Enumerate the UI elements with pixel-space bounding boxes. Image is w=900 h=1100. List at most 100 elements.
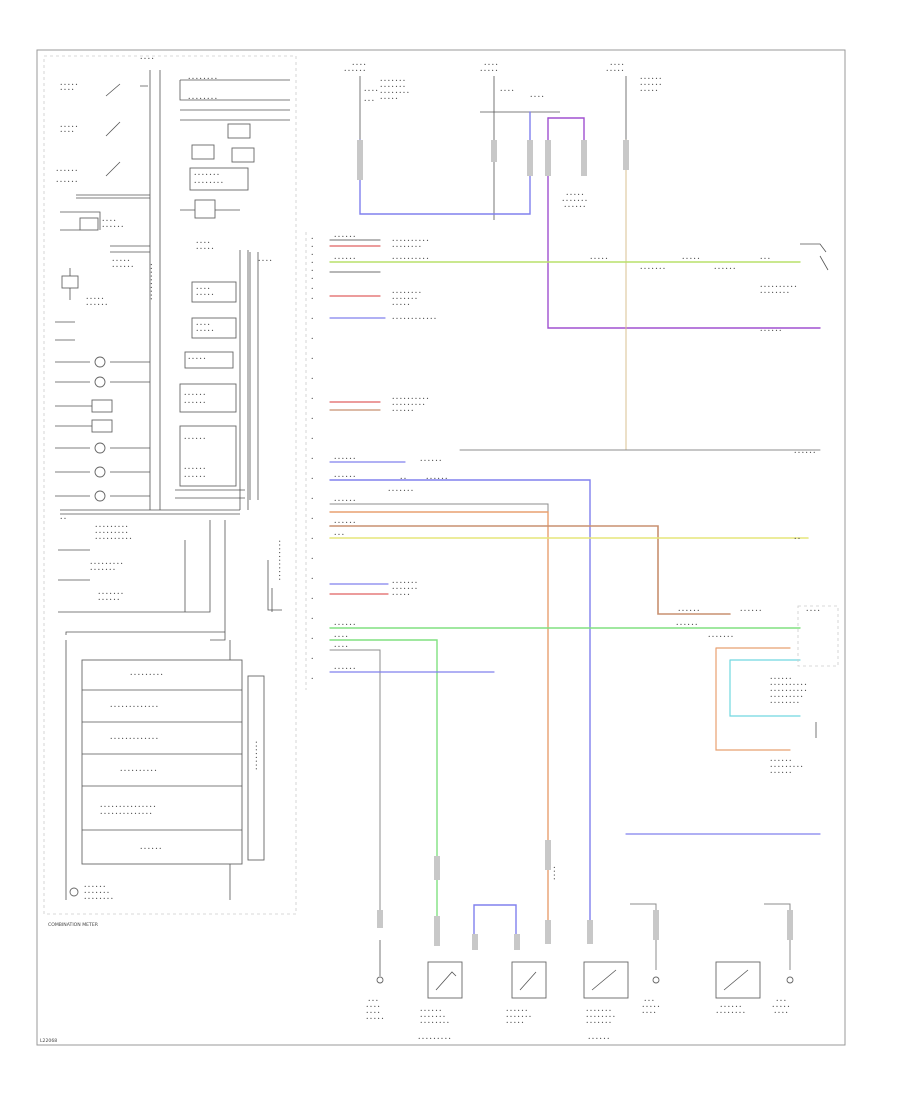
svg-text:• • • • •: • • • • •: [188, 356, 206, 361]
svg-text:• • • • • • • • •: • • • • • • • • •: [392, 402, 425, 407]
svg-text:•: •: [311, 556, 313, 561]
gauge-box-2: [191, 144, 215, 160]
svg-text:• • • • • •: • • • • • •: [334, 666, 355, 671]
svg-text:• • • • • •: • • • • • •: [640, 76, 661, 81]
svg-text:•: •: [311, 252, 313, 257]
svg-text:• • • • • •: • • • • • •: [184, 474, 205, 479]
meter-module-5: [179, 425, 237, 487]
wire-blue-fuse: [359, 111, 531, 215]
svg-text:• • • • • •: • • • • • •: [770, 770, 791, 775]
wire-brown-long: [329, 525, 731, 615]
svg-text:• • • • • •: • • • • • •: [334, 456, 355, 461]
svg-text:•: •: [311, 596, 313, 601]
gauge-column: • • • • • • • • • • • • • • • • • • • • …: [175, 76, 290, 510]
connector-pins: • • • • • • • • • • • • • • • • • • • • …: [305, 232, 313, 690]
svg-text:• • • • • •: • • • • • •: [640, 82, 661, 87]
meter-bus-bars: [149, 70, 161, 510]
svg-text:• • • •: • • • •: [484, 62, 498, 67]
svg-text:• • • • • •: • • • • • •: [720, 1004, 741, 1009]
svg-text:• • • • •: • • • • •: [196, 246, 214, 251]
svg-text:• • • •: • • • •: [102, 218, 116, 223]
svg-text:• • • • •: • • • • •: [480, 68, 498, 73]
lamp-3-box: [91, 399, 113, 413]
svg-text:• • • •: • • • •: [258, 258, 272, 263]
wire-orange-loop: [715, 647, 791, 751]
svg-text:• • •: • • •: [776, 998, 786, 1003]
svg-text:• • • • • •: • • • • • •: [344, 68, 365, 73]
bottom-sensors: • • • • • • • • • • • • • • • • • • • • …: [366, 866, 794, 1041]
svg-text:•: •: [311, 296, 313, 301]
svg-text:• • • • • • • • • •: • • • • • • • • • •: [392, 238, 429, 243]
svg-text:• • • • • • • • • •: • • • • • • • • • •: [149, 263, 154, 300]
svg-text:• • • • •: • • • • •: [682, 256, 700, 261]
svg-text:• • •: • • •: [760, 256, 770, 261]
svg-text:• • • • • • • • • • • • • • •: • • • • • • • • • • • • • • •: [100, 804, 156, 809]
svg-text:• • • •: • • • •: [196, 322, 210, 327]
svg-text:•: •: [311, 636, 313, 641]
svg-text:• • • • • • • •: • • • • • • • •: [188, 96, 217, 101]
svg-text:• • • • • •: • • • • • •: [564, 204, 585, 209]
meter-module-4: [179, 383, 237, 413]
svg-text:• • • • • •: • • • • • •: [98, 597, 119, 602]
gauge-box-3: [231, 147, 255, 163]
meter-module-3: [184, 351, 234, 369]
svg-text:• • • • • •: • • • • • •: [184, 400, 205, 405]
svg-text:• • • • •: • • • • •: [772, 1004, 790, 1009]
svg-text:•: •: [311, 244, 313, 249]
svg-text:• • • • • • •: • • • • • • •: [420, 1014, 445, 1019]
svg-text:• • • • •: • • • • •: [196, 328, 214, 333]
svg-text:• • • • • •: • • • • • •: [334, 622, 355, 627]
combination-meter-block: • • • • • • • • • • • • • • • • • • • • …: [43, 55, 297, 928]
svg-text:• • • • • • • • •: • • • • • • • • •: [770, 764, 803, 769]
meter-top-tag: • • • •: [140, 56, 154, 61]
svg-text:•: •: [311, 268, 313, 273]
svg-text:• •: • •: [60, 516, 66, 521]
svg-text:• • • • • •: • • • • • •: [102, 224, 123, 229]
fuel-pump-module-outline: [797, 605, 839, 667]
svg-text:• • • • • •: • • • • • •: [56, 179, 77, 184]
svg-text:• • • • •: • • • • •: [640, 88, 658, 93]
svg-text:• • • • • •: • • • • • •: [714, 266, 735, 271]
svg-text:•: •: [311, 456, 313, 461]
meter-side-bar: [247, 675, 265, 861]
right-components: • • • • • • • • • • • • • • • • • • • • …: [770, 243, 839, 775]
svg-text:•: •: [311, 656, 313, 661]
svg-text:• • • • • •: • • • • • •: [392, 408, 413, 413]
svg-text:• • • • • •: • • • • • •: [770, 676, 791, 681]
svg-text:• • • • • • • •: • • • • • • • •: [716, 1010, 745, 1015]
wire-orange-down: [329, 511, 549, 921]
svg-text:• • • • • • • • •: • • • • • • • • •: [130, 672, 163, 677]
ground-1-icon: [376, 976, 384, 984]
svg-text:• • • • • •: • • • • • •: [676, 622, 697, 627]
svg-text:• • • • • • • • • • • • •: • • • • • • • • • • • • •: [110, 704, 158, 709]
wire-blue-bottom-loop: [473, 904, 517, 941]
svg-text:• • • • • • • •: • • • • • • • •: [770, 700, 799, 705]
svg-text:• • • • •: • • • • •: [606, 68, 624, 73]
svg-text:• • • • •: • • • • •: [566, 192, 584, 197]
svg-text:• • • •: • • • •: [196, 240, 210, 245]
svg-text:• • • • • • •: • • • • • • •: [562, 198, 587, 203]
svg-text:• • • • •: • • • • •: [590, 256, 608, 261]
wire-labels: • • • • • • • • • • • • • • • • • • • • …: [334, 234, 815, 671]
svg-text:•: •: [311, 676, 313, 681]
svg-text:• • • •: • • • •: [366, 1010, 380, 1015]
svg-text:•: •: [311, 536, 313, 541]
gauge-box-4: [194, 199, 216, 219]
svg-text:• • • • • • • • • •: • • • • • • • • • •: [95, 536, 132, 541]
svg-text:• • • • • • • •: • • • • • • • •: [188, 76, 217, 81]
wire-violet-main: [547, 117, 821, 329]
svg-text:• • • •: • • • •: [774, 1010, 788, 1015]
svg-text:• • • • •: • • • • •: [392, 592, 410, 597]
svg-text:• • • • • • • • • •: • • • • • • • • • •: [120, 768, 157, 773]
svg-text:• • • • • •: • • • • • •: [426, 476, 447, 481]
svg-text:• • • • • • •: • • • • • • •: [708, 634, 733, 639]
svg-text:•: •: [311, 316, 313, 321]
svg-text:•: •: [311, 260, 313, 265]
svg-text:• • • • • •: • • • • • •: [84, 884, 105, 889]
svg-text:• • • • • • •: • • • • • • •: [392, 296, 417, 301]
svg-text:•: •: [311, 336, 313, 341]
svg-text:• • • • •: • • • • •: [112, 258, 130, 263]
wire-green-down: [329, 639, 438, 921]
svg-text:• • • • • • •: • • • • • • •: [380, 84, 405, 89]
svg-text:• • • •: • • • •: [500, 88, 514, 93]
